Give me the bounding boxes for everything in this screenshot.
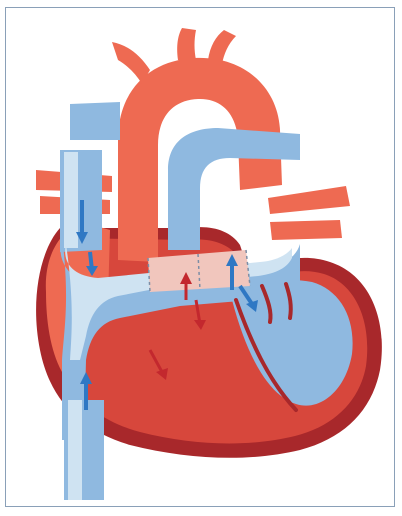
pulmonary-vein-right-bottom	[270, 220, 342, 240]
ivc-highlight	[68, 400, 82, 500]
svc-highlight	[64, 152, 78, 248]
pulmonary-artery-branch-left	[70, 102, 120, 140]
aorta-branch-2	[177, 28, 196, 60]
pulmonary-vein-right-top	[268, 186, 350, 214]
aorta-branch-3	[208, 30, 236, 64]
aorta-branch-1	[112, 42, 150, 84]
